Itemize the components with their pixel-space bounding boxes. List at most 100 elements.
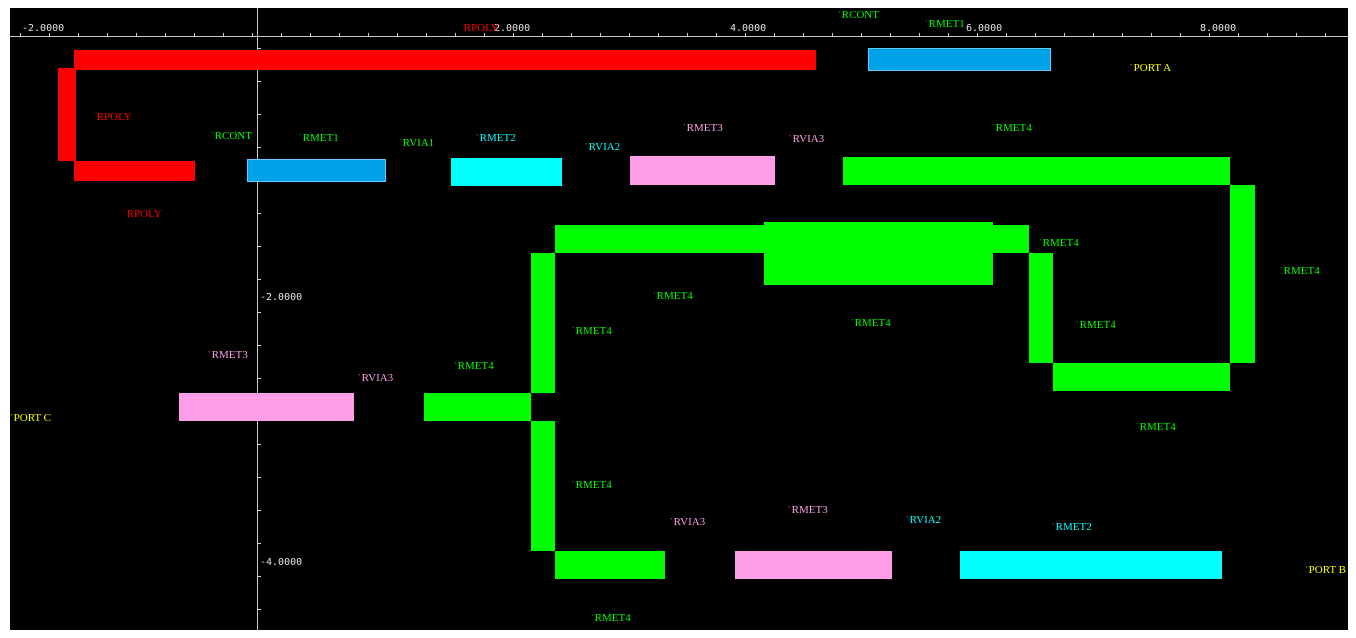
net-label[interactable]: `RMET4 — [1280, 265, 1320, 277]
net-label[interactable]: `RMET1 — [925, 18, 965, 30]
x-tick-mark — [1180, 33, 1181, 37]
net-label[interactable]: `RVIA1 — [399, 137, 435, 149]
met4-shape[interactable] — [1230, 185, 1255, 363]
met1-shape[interactable] — [247, 159, 386, 182]
x-tick-mark — [1151, 33, 1152, 37]
net-label[interactable]: `RMET4 — [572, 479, 612, 491]
y-tick-label: -4.0000 — [260, 557, 303, 568]
met4-shape[interactable] — [531, 253, 555, 393]
net-label[interactable]: `RPOLY — [460, 22, 499, 34]
net-label[interactable]: `RCONT — [838, 9, 879, 21]
y-tick-mark — [257, 576, 261, 577]
net-label[interactable]: `RCONT — [211, 130, 252, 142]
net-label[interactable]: `RMET3 — [788, 504, 828, 516]
y-tick-mark — [257, 114, 261, 115]
x-tick-mark — [861, 33, 862, 37]
x-tick-mark — [397, 33, 398, 37]
x-tick-label: -2.0000 — [22, 23, 65, 34]
x-tick-mark — [1267, 33, 1268, 37]
x-tick-mark — [1238, 33, 1239, 37]
y-axis-line — [257, 8, 258, 630]
x-tick-mark — [1035, 33, 1036, 37]
x-tick-mark — [774, 33, 775, 37]
net-label[interactable]: `RVIA2 — [906, 514, 942, 526]
met3-shape[interactable] — [179, 393, 354, 421]
x-tick-mark — [339, 33, 340, 37]
y-tick-mark — [257, 444, 261, 445]
poly-shape[interactable] — [58, 68, 76, 161]
y-tick-mark — [257, 378, 261, 379]
net-label[interactable]: `RVIA2 — [585, 141, 621, 153]
layout-canvas[interactable]: -2.0000 2.0000 4.0000 6.0000 8.0000 -2.0… — [10, 8, 1348, 630]
net-label[interactable]: `RMET4 — [454, 360, 494, 372]
port-label[interactable]: `PORT C — [10, 412, 52, 424]
x-tick-mark — [658, 33, 659, 37]
met3-shape[interactable] — [735, 551, 892, 579]
x-tick-mark — [107, 33, 108, 37]
y-tick-mark — [257, 345, 261, 346]
net-label[interactable]: `RMET3 — [208, 349, 248, 361]
poly-shape[interactable] — [74, 50, 816, 70]
net-label[interactable]: `RVIA3 — [358, 372, 394, 384]
net-label[interactable]: `RPOLY — [123, 208, 162, 220]
x-tick-mark — [20, 33, 21, 37]
net-label[interactable]: `RMET4 — [572, 325, 612, 337]
met2-shape[interactable] — [960, 551, 1222, 579]
met4-shape[interactable] — [531, 421, 555, 551]
x-tick-mark — [687, 33, 688, 37]
x-tick-mark — [600, 33, 601, 37]
met4-shape[interactable] — [843, 157, 1230, 185]
net-label[interactable]: `RPOLY — [93, 111, 132, 123]
net-label[interactable]: `RMET3 — [683, 122, 723, 134]
net-label[interactable]: `RMET2 — [1052, 521, 1092, 533]
x-tick-mark — [1325, 33, 1326, 37]
met4-shape[interactable] — [764, 222, 993, 285]
x-tick-mark — [281, 33, 282, 37]
net-label[interactable]: `RMET4 — [851, 317, 891, 329]
net-label[interactable]: `RVIA3 — [789, 133, 825, 145]
x-tick-label: 6.0000 — [966, 23, 1003, 34]
x-tick-mark — [716, 33, 717, 37]
met4-shape[interactable] — [993, 225, 1029, 253]
x-tick-mark — [1122, 33, 1123, 37]
x-tick-mark — [745, 33, 746, 37]
x-tick-mark — [136, 33, 137, 37]
net-label[interactable]: `RMET4 — [992, 122, 1032, 134]
net-label[interactable]: `RVIA3 — [670, 516, 706, 528]
met4-shape[interactable] — [424, 393, 531, 421]
poly-shape[interactable] — [74, 161, 195, 181]
y-tick-mark — [257, 81, 261, 82]
port-label[interactable]: `PORT B — [1305, 564, 1347, 576]
x-tick-mark — [571, 33, 572, 37]
met4-shape[interactable] — [555, 551, 665, 579]
y-tick-mark — [257, 477, 261, 478]
met4-shape[interactable] — [1029, 253, 1053, 363]
x-tick-mark — [194, 33, 195, 37]
x-axis-line — [10, 36, 1348, 37]
y-tick-mark — [257, 510, 261, 511]
y-tick-mark — [257, 543, 261, 544]
met4-shape[interactable] — [555, 225, 764, 253]
net-label[interactable]: `RMET4 — [1076, 319, 1116, 331]
net-label[interactable]: `RMET4 — [591, 612, 631, 624]
x-tick-mark — [832, 33, 833, 37]
met2-shape[interactable] — [451, 158, 562, 186]
x-tick-mark — [1209, 33, 1210, 37]
net-label[interactable]: `RMET2 — [476, 132, 516, 144]
y-tick-mark — [257, 312, 261, 313]
x-tick-mark — [1064, 33, 1065, 37]
net-label[interactable]: `RMET4 — [1039, 237, 1079, 249]
x-tick-mark — [513, 33, 514, 37]
net-label[interactable]: `RMET4 — [1136, 421, 1176, 433]
port-label[interactable]: `PORT A — [1130, 62, 1172, 74]
met3-shape[interactable] — [630, 156, 775, 185]
x-tick-mark — [890, 33, 891, 37]
x-tick-mark — [1006, 33, 1007, 37]
net-label[interactable]: `RMET4 — [653, 290, 693, 302]
x-tick-mark — [919, 33, 920, 37]
net-label[interactable]: `RMET1 — [299, 132, 339, 144]
x-tick-mark — [1093, 33, 1094, 37]
x-tick-mark — [368, 33, 369, 37]
met4-shape[interactable] — [1053, 363, 1230, 391]
met1-shape[interactable] — [868, 48, 1051, 71]
